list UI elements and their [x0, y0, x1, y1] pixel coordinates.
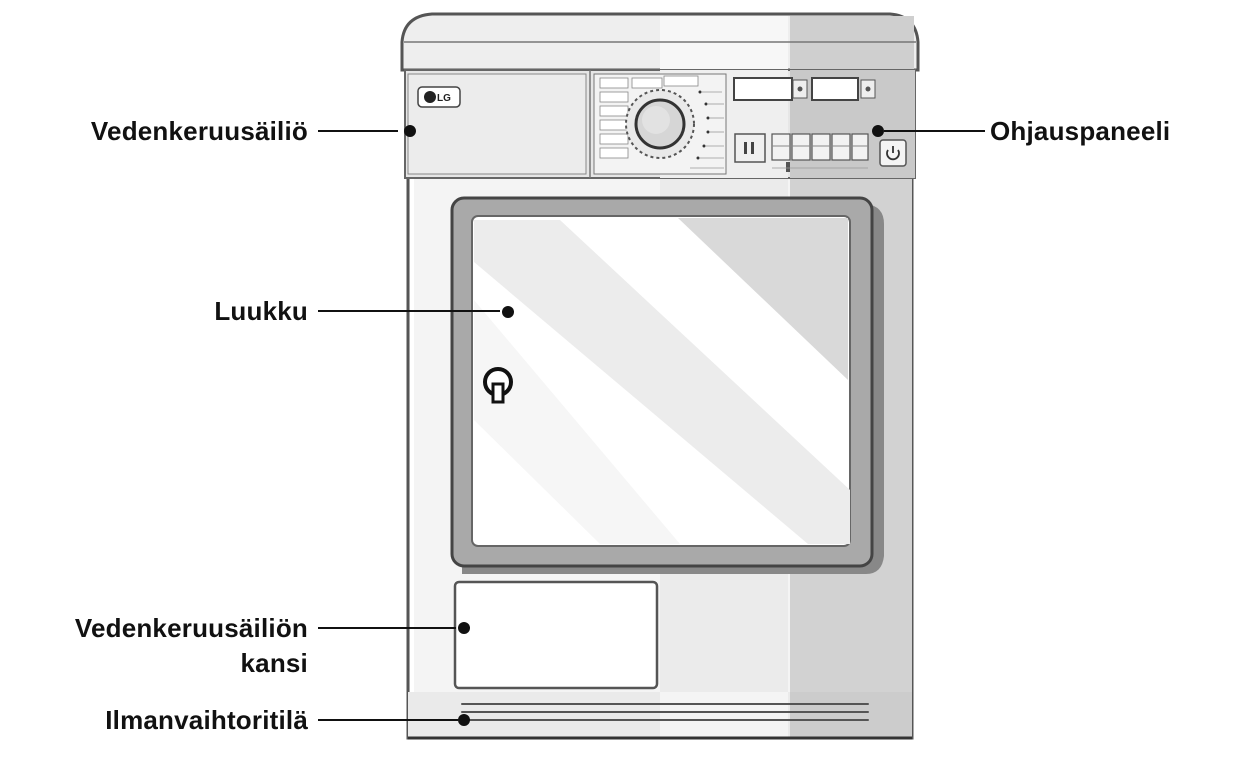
leader-tank-cover: [318, 622, 470, 634]
label-tank-cover-line1: Vedenkeruusäiliön: [74, 613, 308, 643]
lg-logo: LG: [417, 86, 461, 108]
top-lid: [400, 12, 920, 72]
option-buttons[interactable]: [771, 133, 869, 172]
leader-control-panel: [872, 125, 985, 137]
vent-grille: [408, 692, 912, 740]
label-door: Luukku: [214, 296, 308, 326]
leader-water-tank: [318, 125, 416, 137]
power-button[interactable]: [879, 139, 907, 167]
label-water-tank: Vedenkeruusäiliö: [90, 116, 308, 146]
brand-text: LG: [437, 93, 451, 104]
leader-vent-grille: [318, 714, 470, 726]
display-button-1[interactable]: [792, 79, 808, 99]
program-dial[interactable]: [625, 89, 695, 159]
leader-door: [318, 306, 514, 318]
start-pause-button[interactable]: [734, 133, 766, 163]
label-tank-cover-line2: kansi: [240, 648, 308, 678]
door[interactable]: [450, 196, 884, 574]
display-area: [733, 77, 859, 101]
water-tank-cover[interactable]: [453, 580, 659, 690]
label-control-panel: Ohjauspaneeli: [990, 116, 1171, 146]
display-button-2[interactable]: [860, 79, 876, 99]
label-vent-grille: Ilmanvaihtoritilä: [105, 705, 308, 735]
door-handle[interactable]: [483, 367, 513, 404]
